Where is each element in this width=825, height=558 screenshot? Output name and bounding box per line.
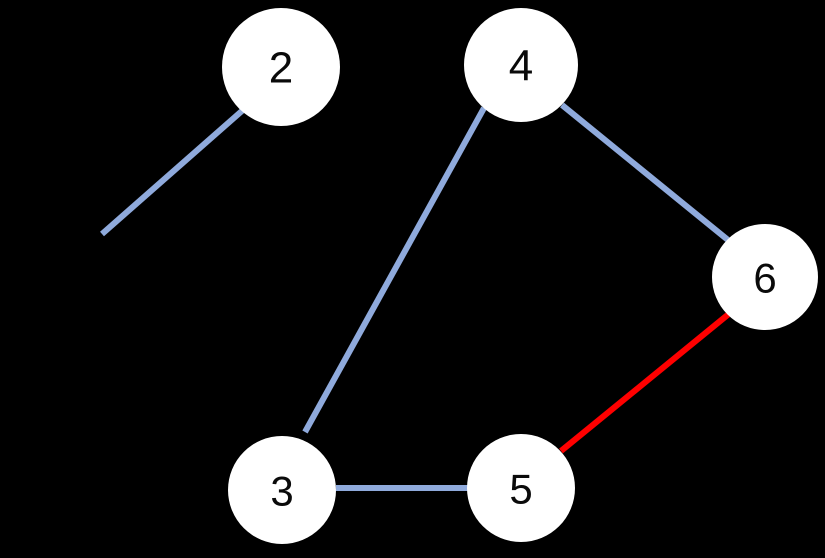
graph-node-4[interactable]: 4	[464, 8, 578, 122]
graph-node-3[interactable]: 3	[228, 436, 336, 544]
graph-node-2[interactable]: 2	[222, 8, 340, 126]
graph-node-6[interactable]: 6	[712, 224, 818, 330]
graph-edge-4-6[interactable]	[560, 102, 730, 243]
node-circle-6[interactable]	[712, 224, 818, 330]
graph-node-5[interactable]: 5	[467, 434, 575, 542]
graph-edge-4-3[interactable]	[302, 106, 487, 434]
node-circle-2[interactable]	[222, 8, 340, 126]
node-circle-3[interactable]	[228, 436, 336, 544]
edge-layer	[100, 102, 732, 491]
graph-edge-5-6[interactable]	[559, 310, 732, 454]
node-circle-5[interactable]	[467, 434, 575, 542]
graph-edge-dangling-2[interactable]	[100, 107, 245, 237]
node-circle-4[interactable]	[464, 8, 578, 122]
